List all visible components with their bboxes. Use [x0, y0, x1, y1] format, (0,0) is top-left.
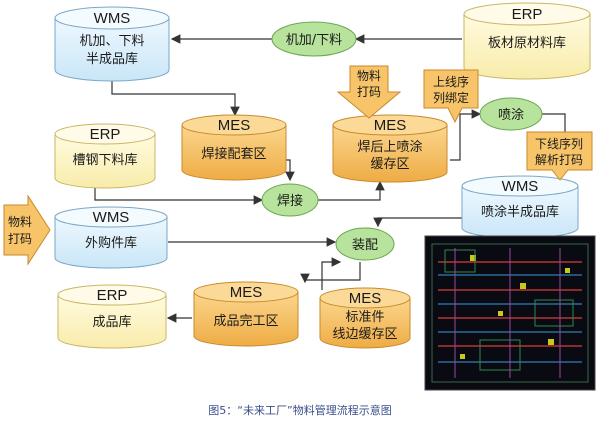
- cylinder-mes-welding-kit: MES 焊接配套区: [181, 114, 287, 181]
- arrow-assembly-to-finished-area: [300, 262, 361, 284]
- arrow-welding-to-postweld: [318, 180, 385, 201]
- label-text: 上线序: [433, 74, 469, 89]
- label-text: 解析打码: [535, 153, 583, 167]
- callout-offline-sequence: 下线序列 解析打码: [526, 131, 593, 181]
- label-text: 物料: [8, 215, 32, 229]
- system-tag: WMS: [94, 10, 131, 27]
- process-label: 装配: [352, 238, 378, 253]
- process-label: 喷涂: [498, 107, 524, 123]
- system-tag: MES: [374, 117, 407, 134]
- node-label: 焊接配套区: [201, 146, 266, 162]
- label-text: 打码: [8, 232, 32, 246]
- label-text: 打码: [357, 85, 381, 99]
- cylinder-erp-channel: ERP 槽钢下料库: [54, 123, 156, 189]
- node-label: 成品完工区: [213, 314, 278, 329]
- system-tag: MES: [230, 284, 263, 301]
- node-label: 成品库: [92, 314, 131, 330]
- system-tag: WMS: [502, 178, 539, 195]
- process-machining: 机加/下料: [271, 21, 357, 57]
- node-label: 喷涂半成品库: [481, 204, 559, 220]
- process-spraying: 喷涂: [479, 97, 543, 131]
- cylinder-wms-spray: WMS 喷涂半成品库: [461, 175, 579, 239]
- cylinder-mes-standard-parts: MES 标准件 线边缓存区: [319, 287, 411, 349]
- node-label: 槽钢下料库: [72, 152, 137, 168]
- system-tag: ERP: [90, 126, 121, 143]
- node-label: 机加、下料: [79, 34, 144, 49]
- label-text: 列绑定: [433, 90, 469, 105]
- node-label: 线边缓存区: [332, 327, 397, 342]
- node-label: 标准件: [345, 310, 384, 325]
- connectors: [94, 34, 570, 323]
- arrow-standard-to-assembly: [321, 257, 342, 290]
- factory-layout-image: [424, 235, 596, 391]
- system-tag: MES: [349, 290, 382, 307]
- callout-online-sequence: 上线序 列绑定: [423, 69, 479, 124]
- system-tag: ERP: [512, 6, 543, 23]
- label-text: 下线序列: [535, 136, 583, 151]
- node-label: 半成品库: [86, 51, 138, 67]
- system-tag: ERP: [97, 287, 128, 304]
- process-label: 机加/下料: [286, 33, 342, 48]
- label-text: 物料: [357, 69, 381, 83]
- process-welding: 焊接: [261, 183, 319, 217]
- cylinder-erp-plate: ERP 板材原材料库: [463, 2, 591, 80]
- system-tag: WMS: [93, 209, 130, 226]
- figure-caption: 图5：“未来工厂”物料管理流程示意图: [208, 403, 391, 417]
- cylinder-wms-machining: WMS 机加、下料 半成品库: [54, 6, 170, 82]
- cylinder-mes-post-weld: MES 焊后上喷涂 缓存区: [332, 114, 448, 183]
- process-label: 焊接: [277, 193, 303, 209]
- cylinder-mes-finished-area: MES 成品完工区: [193, 281, 299, 347]
- cylinder-wms-purchased: WMS 外购件库: [54, 206, 168, 269]
- node-label: 外购件库: [85, 235, 137, 251]
- arrow-wms-to-welding-kit: [111, 80, 240, 117]
- label-material-print-left: 物料 打码: [3, 194, 51, 266]
- system-tag: MES: [218, 117, 251, 134]
- node-label: 板材原材料库: [488, 35, 566, 51]
- arrow-postweld-to-spray: [450, 109, 482, 161]
- cylinder-erp-finished: ERP 成品库: [57, 284, 167, 349]
- node-label: 焊后上喷涂: [357, 139, 422, 155]
- label-material-print-top: 物料 打码: [336, 65, 402, 119]
- node-label: 缓存区: [370, 157, 409, 172]
- process-assembly: 装配: [335, 227, 395, 261]
